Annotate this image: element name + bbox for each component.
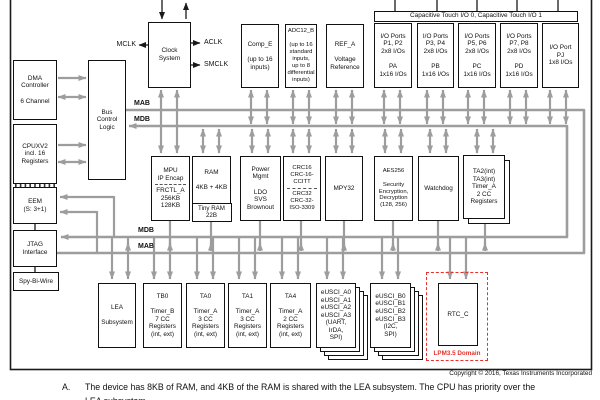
block-eem: EEM (S: 3+1) (13, 187, 57, 224)
block-mpu-fram: MPU IP Encap FRCTL_A 256KB 128KB (151, 156, 190, 221)
cap-touch-header: Capacitive Touch I/O 0, Capacitive Touch… (374, 11, 578, 22)
eem-taps (59, 194, 116, 252)
block-dma-controller: DMA Controller 6 Channel (13, 60, 57, 120)
block-clock-system: Clock System (148, 22, 191, 88)
footnote-line1: The device has 8KB of RAM, and 4KB of th… (85, 382, 536, 392)
footnote-label: A. (62, 382, 71, 392)
mpu-dashed-divider (154, 184, 187, 186)
bottom-row-connectors (109, 238, 469, 280)
block-crc: CRC16 CRC-16- CCITT CRC32 CRC-32- ISO-33… (283, 156, 321, 221)
block-eusci-a: eUSCI_A0 eUSCI_A1 eUSCI_A2 eUSCI_A3 (UAR… (316, 283, 356, 348)
mid-row-connectors (200, 128, 496, 154)
block-ta0-timer: TA0 Timer_A 3 CC Registers (int, ext) (186, 283, 225, 348)
block-io-port-pb: I/O Ports P3, P4 2x8 I/Os PB 1x16 I/Os (417, 23, 454, 88)
block-io-port-pd: I/O Ports P7, P8 2x8 I/Os PD 1x16 I/Os (500, 23, 538, 88)
mdb-top-label: MDB (134, 116, 150, 123)
smclk-label: SMCLK (204, 61, 229, 68)
lpm35-domain-outline: LPM3.5 Domain (426, 272, 488, 361)
copyright-text: Copyright © 2016, Texas Instruments Inco… (449, 370, 592, 377)
black-signal-lines (34, 0, 559, 272)
aclk-label: ACLK (204, 39, 223, 46)
footnote-line2: LEA subsystem. (85, 395, 590, 400)
block-comp-e: Comp_E (up to 16 inputs) (241, 24, 279, 88)
crc-dashed-divider (286, 188, 318, 189)
block-ram: RAM 4KB + 4KB Tiny RAM 22B (191, 156, 232, 222)
block-jtag-interface: JTAG Interface (13, 230, 57, 267)
block-rtc-c: RTC_C (438, 283, 478, 346)
block-eusci-b: eUSCI_B0 eUSCI_B1 eUSCI_B2 eUSCI_B3 (I2C… (370, 283, 411, 348)
block-tb0-timer: TB0 Timer_B 7 CC Registers (int, ext) (143, 283, 182, 348)
mdb-bottom-label: MDB (138, 227, 154, 234)
block-io-port-pc: I/O Ports P5, P6 2x8 I/Os PC 1x16 I/Os (458, 23, 496, 88)
block-watchdog: Watchdog (418, 156, 459, 221)
mdb-bus (60, 123, 569, 240)
block-tiny-ram: Tiny RAM 22B (191, 202, 232, 222)
block-io-port-pa: I/O Ports P1, P2 2x8 I/Os PA 1x16 I/Os (374, 23, 412, 88)
lpm35-domain-label: LPM3.5 Domain (433, 349, 481, 357)
mab-bottom-label: MAB (138, 243, 154, 250)
mclk-label: MCLK (116, 41, 136, 48)
block-io-port-pj: I/O Port PJ 1x8 I/Os (542, 23, 579, 88)
block-lea-subsystem: LEA Subsystem (98, 283, 136, 348)
diagram-outer-border (9, 0, 593, 371)
top-row-connectors (248, 89, 569, 125)
block-ta2-ta3-timer: TA2(int) TA3(int) Timer_A 2 CC Registers (463, 155, 505, 219)
block-ta1-timer: TA1 Timer_A 3 CC Registers (int, ext) (228, 283, 267, 348)
block-mpy32: MPY32 (325, 156, 363, 221)
block-spy-bi-wire: Spy-Bi-Wire (13, 272, 59, 291)
block-adc12-b: ADC12_B (up to 16 standard inputs, up to… (285, 24, 317, 88)
block-power-mgmt: Power Mgmt LDO SVS Brownout (240, 156, 281, 221)
bcl-side-arrows (57, 75, 87, 165)
block-ref-a: REF_A Voltage Reference (326, 24, 364, 88)
block-aes256: AES256 Security Encryption, Decryption (… (374, 156, 413, 221)
mab-top-label: MAB (134, 100, 150, 107)
block-cpuxv2: CPUXV2 incl. 16 Registers (13, 124, 57, 184)
block-bus-control-logic: Bus Control Logic (88, 60, 126, 180)
block-ta4-timer: TA4 Timer_A 2 CC Registers (int, ext) (270, 283, 311, 348)
clock-connectors (158, 89, 180, 154)
